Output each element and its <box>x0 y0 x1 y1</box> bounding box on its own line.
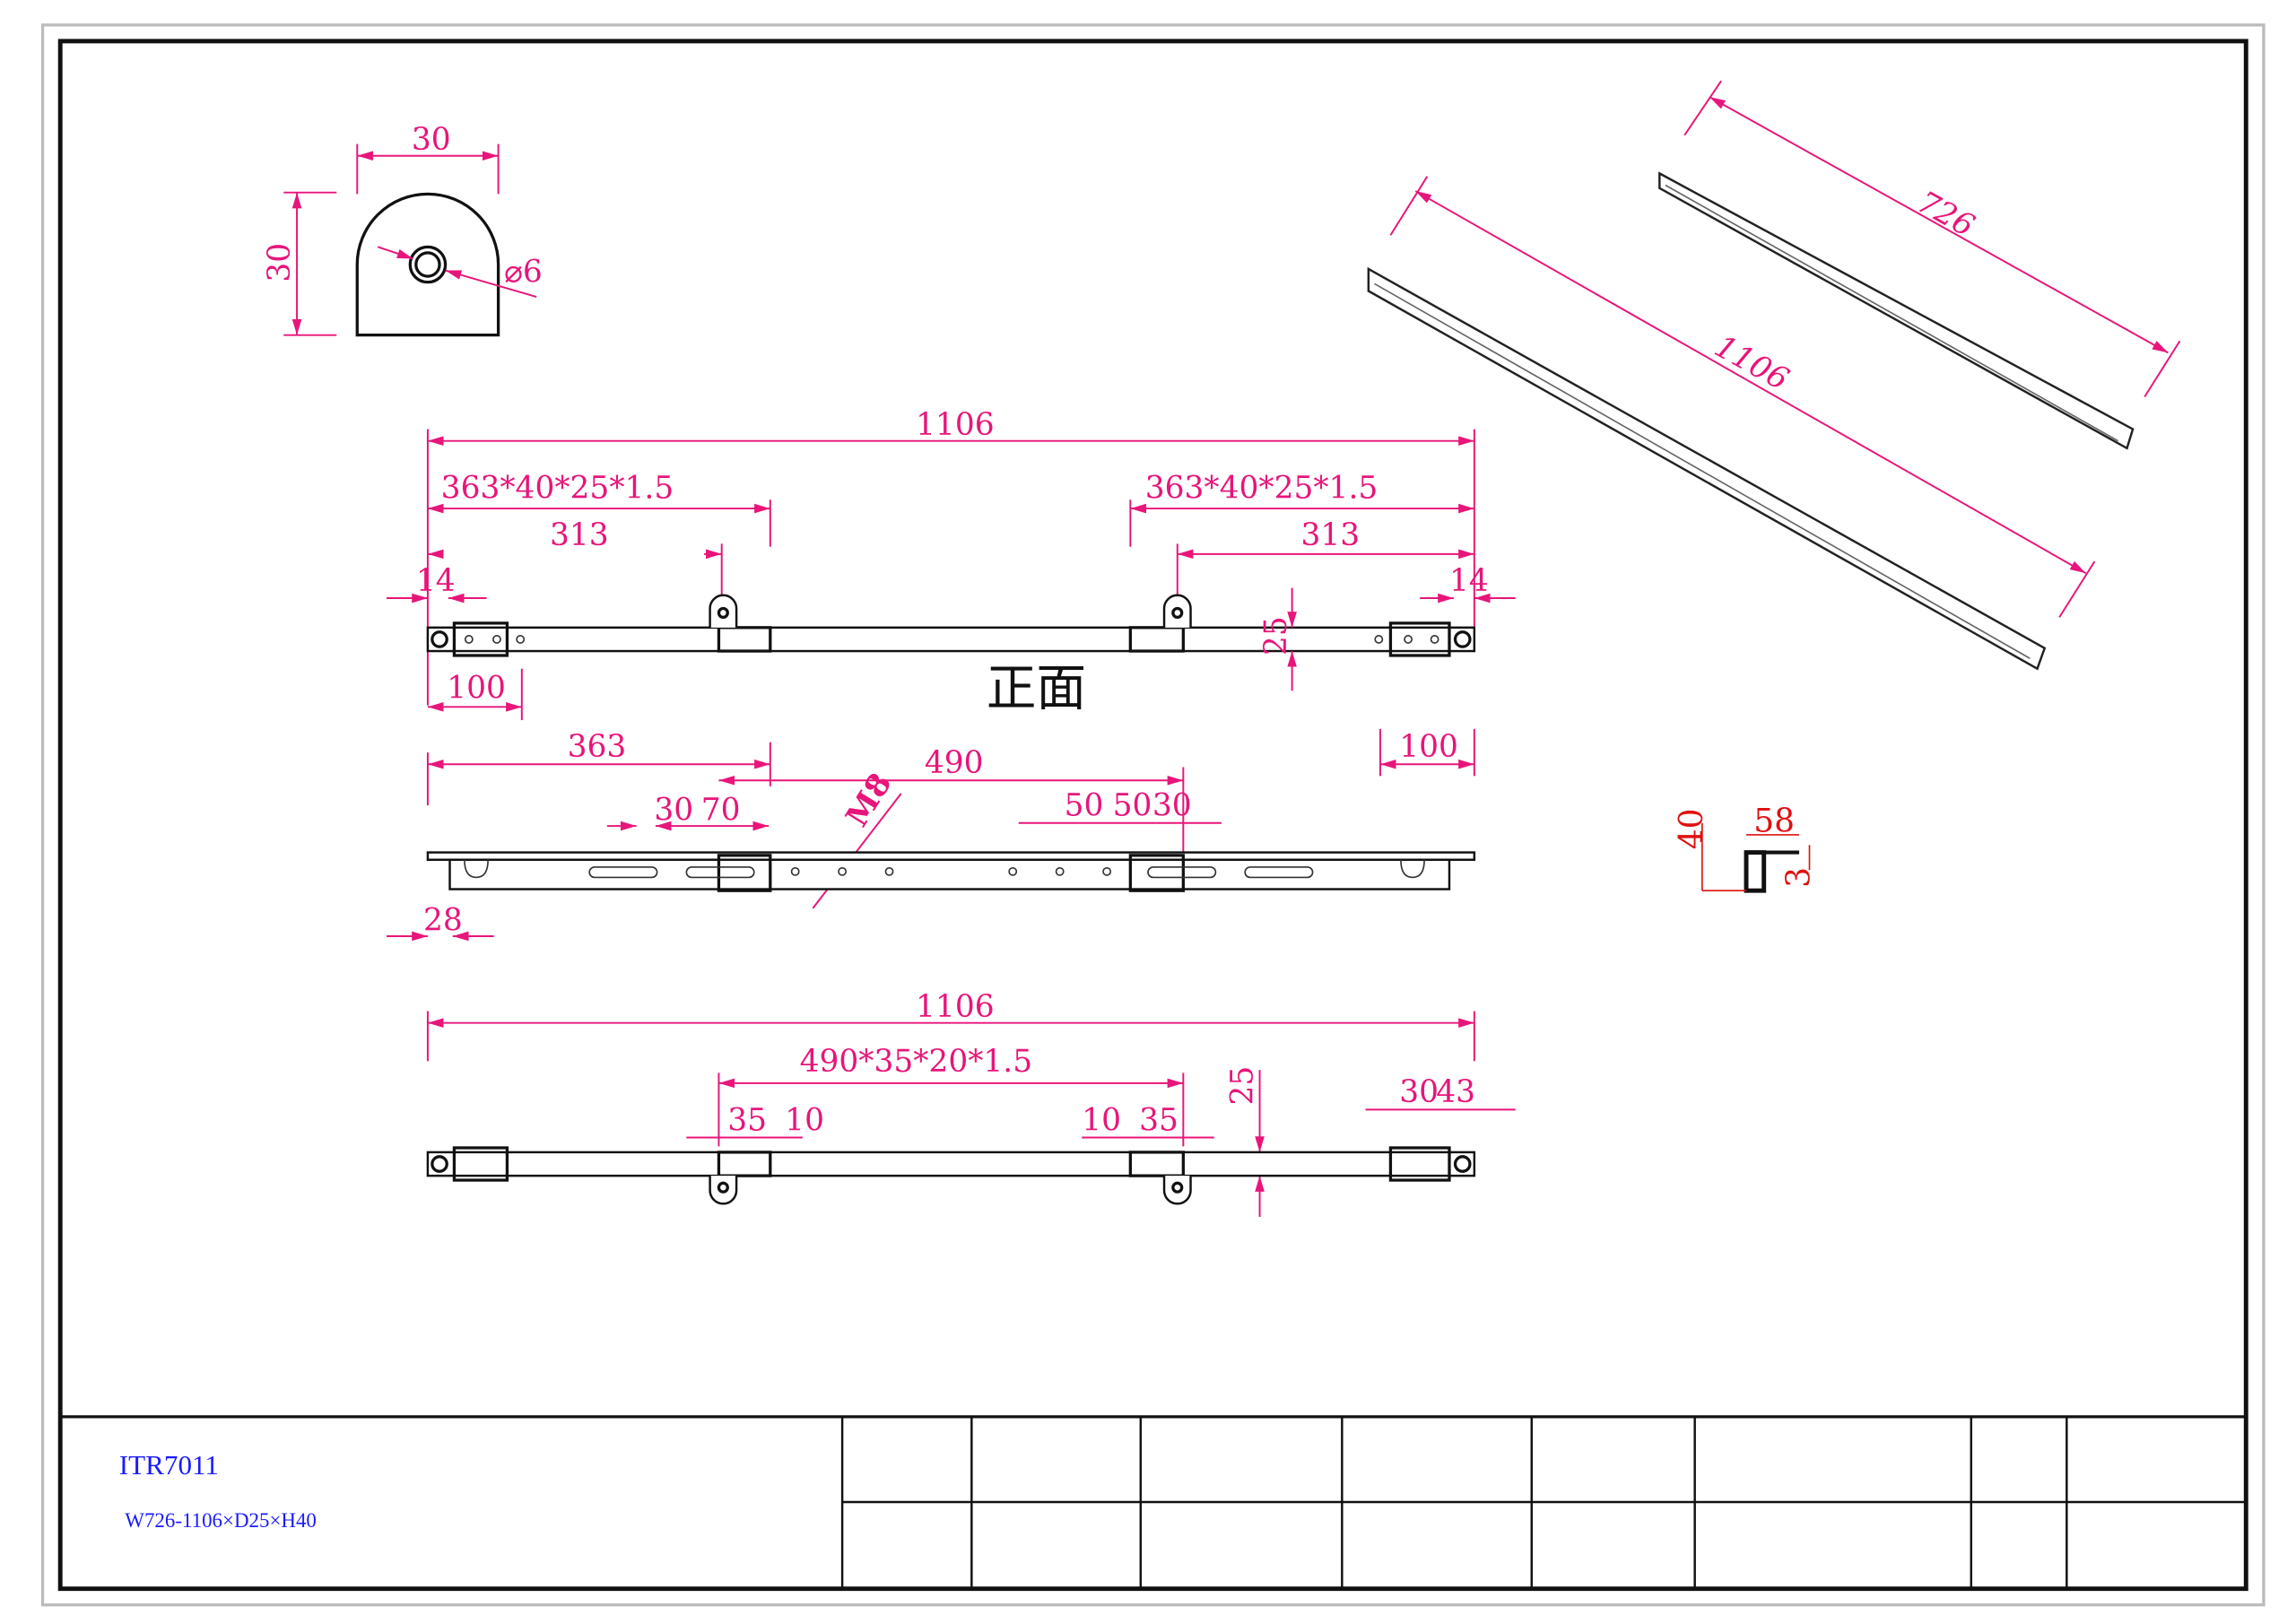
front-view: 1106 363*40*25*1.5 363*40*25*1.5 313 313… <box>387 407 1516 721</box>
dim-10b: 10 <box>1082 1102 1121 1138</box>
dim-right-14: 14 <box>1449 563 1489 599</box>
dim-section-thickness: 3 <box>1780 867 1818 888</box>
end-cap-view: 30 30 ⌀6 <box>262 122 543 337</box>
dim-depth-bottom: 25 <box>1224 1066 1260 1106</box>
dim-28: 28 <box>423 902 463 938</box>
dim-left-313: 313 <box>550 517 609 553</box>
title-block: ITR7011 W726-1106×D25×H40 <box>60 1415 2247 1589</box>
dim-100: 100 <box>1399 729 1458 765</box>
dim-hole: ⌀6 <box>504 255 543 291</box>
dim-490: 490 <box>925 745 984 781</box>
dim-left-14: 14 <box>416 563 456 599</box>
bottom-view: 1106 490*35*20*1.5 35 10 10 35 25 30 43 <box>426 989 1516 1218</box>
dim-70: 70 <box>701 793 741 829</box>
dim-iso-1106: 1106 <box>1709 328 1795 397</box>
dim-363: 363 <box>568 729 627 765</box>
view-label-front: 正面 <box>987 660 1086 718</box>
dim-30b: 30 <box>1152 788 1192 824</box>
isometric-view: 726 1106 <box>1367 80 2181 671</box>
dim-30-bottom: 30 <box>1399 1074 1439 1110</box>
dim-50b: 50 <box>1113 788 1152 824</box>
dim-section-width: 58 <box>1753 803 1795 840</box>
dim-overall-bottom: 1106 <box>916 989 995 1025</box>
dim-depth: 25 <box>1258 616 1294 656</box>
dim-thread: M8 <box>839 767 900 833</box>
section-view: 40 58 3 <box>1673 803 1818 893</box>
dim-right-tube: 363*40*25*1.5 <box>1145 471 1378 507</box>
dim-left-tube: 363*40*25*1.5 <box>441 471 674 507</box>
part-spec: W726-1106×D25×H40 <box>125 1509 317 1532</box>
drawing-frame <box>57 39 2248 1592</box>
dim-cap-width: 30 <box>412 122 451 158</box>
dim-43: 43 <box>1436 1074 1475 1110</box>
dim-inner-tube: 490*35*20*1.5 <box>800 1044 1033 1080</box>
dim-cap-height: 30 <box>262 243 298 282</box>
dim-overall: 1106 <box>916 407 995 443</box>
dim-50a: 50 <box>1065 788 1104 824</box>
dim-10a: 10 <box>785 1102 824 1138</box>
dim-section-height: 40 <box>1673 808 1710 849</box>
dim-30: 30 <box>654 793 693 829</box>
dim-35a: 35 <box>727 1102 767 1138</box>
part-number: ITR7011 <box>119 1449 219 1481</box>
side-view: 363 490 100 30 70 50 50 30 M8 28 <box>387 728 1476 942</box>
dim-left-100: 100 <box>447 670 506 706</box>
dim-right-313: 313 <box>1300 517 1360 553</box>
dim-iso-726: 726 <box>1911 185 1980 245</box>
dim-35b: 35 <box>1139 1102 1178 1138</box>
